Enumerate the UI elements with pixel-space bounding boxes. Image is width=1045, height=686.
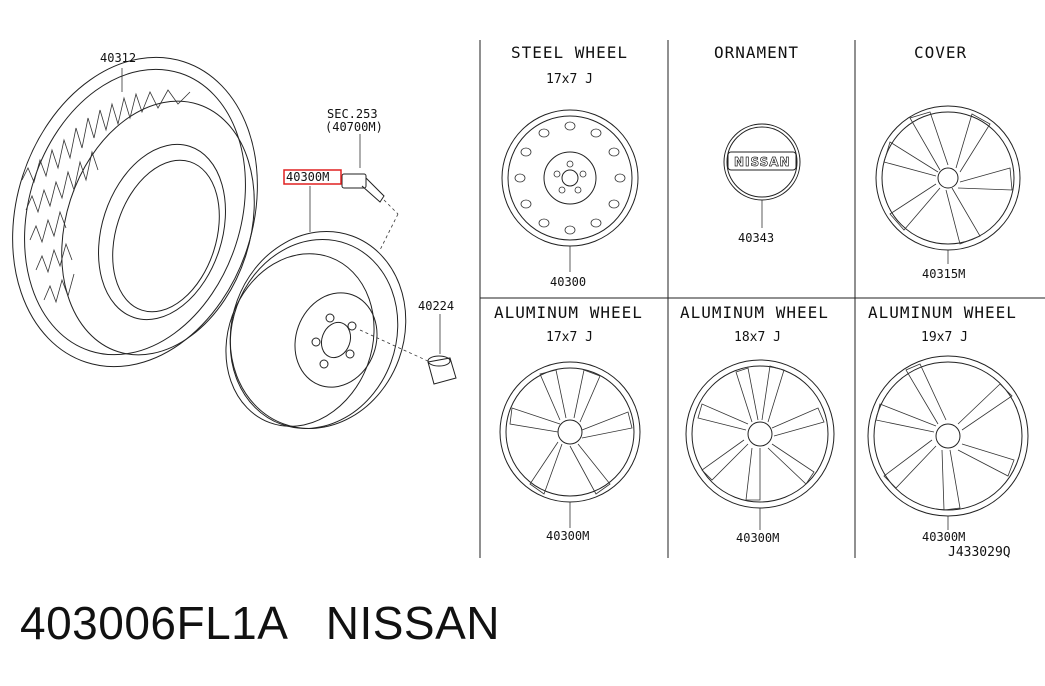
panel-part-number: 40300M [922,530,965,544]
tire-illustration: 40312 [12,51,258,368]
panel-aluminum-18: ALUMINUM WHEEL 18x7 J 40300M [680,303,835,545]
panel-title: ALUMINUM WHEEL [494,303,643,322]
lug-nut-illustration: 40224 [418,299,457,385]
panel-size: 18x7 J [734,330,781,345]
panel-size: 19x7 J [921,330,968,345]
panel-grid [479,40,1045,558]
panel-part-number: 40300 [550,275,586,289]
tpms-sensor-illustration: SEC.253 (40700M) [325,107,399,251]
panel-ornament: ORNAMENT NISSAN 40343 [714,43,801,245]
panel-title: ALUMINUM WHEEL [868,303,1017,322]
brand-name: NISSAN [325,597,501,649]
panel-title: STEEL WHEEL [511,43,628,62]
panel-part-number: 40343 [738,231,774,245]
diagram-code: J433029Q [948,545,1011,560]
panel-aluminum-19: ALUMINUM WHEEL 19x7 J 40300M [867,303,1029,544]
panel-size: 17x7 J [546,72,593,87]
sensor-part-label: (40700M) [325,120,383,134]
wheel-part-label: 40300M [286,170,329,184]
wheel-illustration: 40300M [225,169,431,429]
sensor-sec-label: SEC.253 [327,107,378,121]
panel-title: COVER [914,43,967,62]
panel-part-number: 40300M [736,531,779,545]
panel-part-number: 40315M [922,267,965,281]
part-number: 403006FL1A [20,597,286,649]
panel-size: 17x7 J [546,330,593,345]
nut-part-label: 40224 [418,299,454,313]
panel-part-number: 40300M [546,529,589,543]
panel-aluminum-17: ALUMINUM WHEEL 17x7 J 40300M [494,303,643,543]
part-caption: 403006FL1A NISSAN [20,596,500,650]
nissan-badge-text: NISSAN [734,155,791,169]
panel-title: ALUMINUM WHEEL [680,303,829,322]
panel-cover: COVER 40315M [875,43,1021,281]
tire-part-label: 40312 [100,51,136,65]
panel-steel-wheel: STEEL WHEEL 17x7 J 40300 [501,43,639,289]
highlight-box [283,169,342,185]
panel-title: ORNAMENT [714,43,799,62]
parts-diagram: 40312 SEC.253 (40700M) 40300M 40224 [12,40,1045,560]
